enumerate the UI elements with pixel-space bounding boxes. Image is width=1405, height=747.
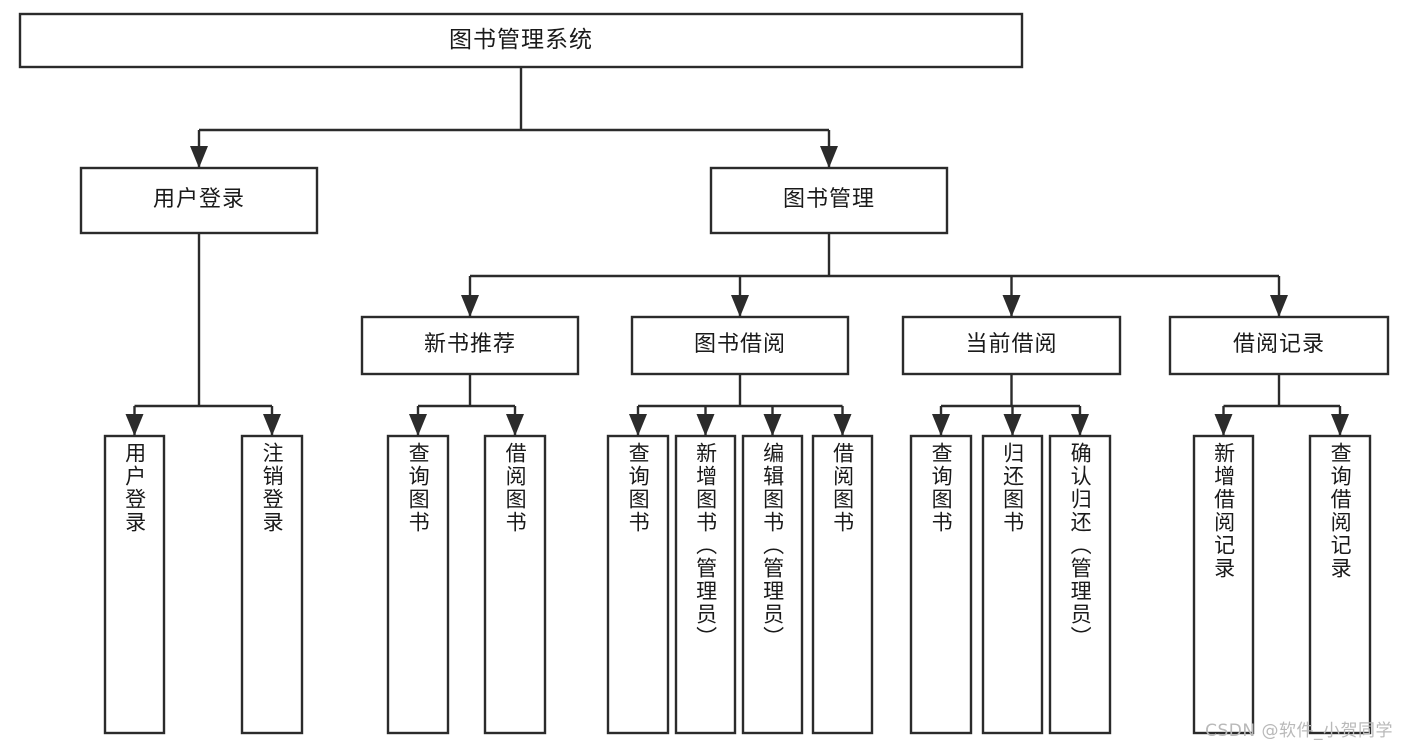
arrow-icon-borrow-record-1 [1331,414,1349,436]
edges-layer [125,67,1349,436]
arrow-icon-current-borrow-1 [1003,414,1022,436]
node-box-new-book-recommend[interactable] [360,315,580,376]
node-box-book-borrow[interactable] [630,315,850,376]
node-box-leaf-user-login[interactable] [103,434,166,735]
arrow-icon-book-borrow-2 [763,414,782,436]
node-box-root[interactable] [18,12,1024,69]
node-box-leaf-query-book-rec[interactable] [386,434,450,735]
arrow-icon-user-login-0 [125,414,144,436]
arrow-icon-user-login-1 [263,414,281,436]
arrow-icon-new-book-recommend-1 [506,414,524,436]
node-box-user-login[interactable] [79,166,319,235]
node-box-leaf-add-record[interactable] [1192,434,1255,735]
arrow-icon-borrow-record-0 [1214,414,1233,436]
arrow-icon-root-1 [820,146,838,168]
arrow-icon-current-borrow-2 [1071,414,1089,436]
boxes-layer [18,12,1390,735]
node-box-leaf-return-book[interactable] [981,434,1044,735]
node-box-leaf-add-book[interactable] [674,434,737,735]
node-box-borrow-record[interactable] [1168,315,1390,376]
node-box-leaf-logout[interactable] [240,434,304,735]
node-box-leaf-query-book-cur[interactable] [909,434,973,735]
arrow-icon-book-borrow-0 [629,414,647,436]
node-box-book-manage[interactable] [709,166,949,235]
node-box-leaf-borrow-book-rec[interactable] [483,434,547,735]
node-box-leaf-borrow-book[interactable] [811,434,874,735]
node-box-leaf-query-record[interactable] [1308,434,1372,735]
node-box-current-borrow[interactable] [901,315,1122,376]
arrow-icon-book-borrow-1 [696,414,715,436]
arrow-icon-book-manage-1 [731,295,749,317]
arrow-icon-root-0 [190,146,208,168]
node-box-leaf-query-book-borrow[interactable] [606,434,670,735]
arrow-icon-book-manage-0 [461,295,479,317]
arrow-icon-book-borrow-3 [833,414,852,436]
arrow-icon-book-manage-3 [1270,295,1288,317]
node-box-leaf-edit-book[interactable] [741,434,804,735]
arrow-icon-current-borrow-0 [932,414,950,436]
arrow-icon-new-book-recommend-0 [409,414,427,436]
arrow-icon-book-manage-2 [1002,295,1021,317]
node-box-leaf-confirm-return[interactable] [1048,434,1112,735]
